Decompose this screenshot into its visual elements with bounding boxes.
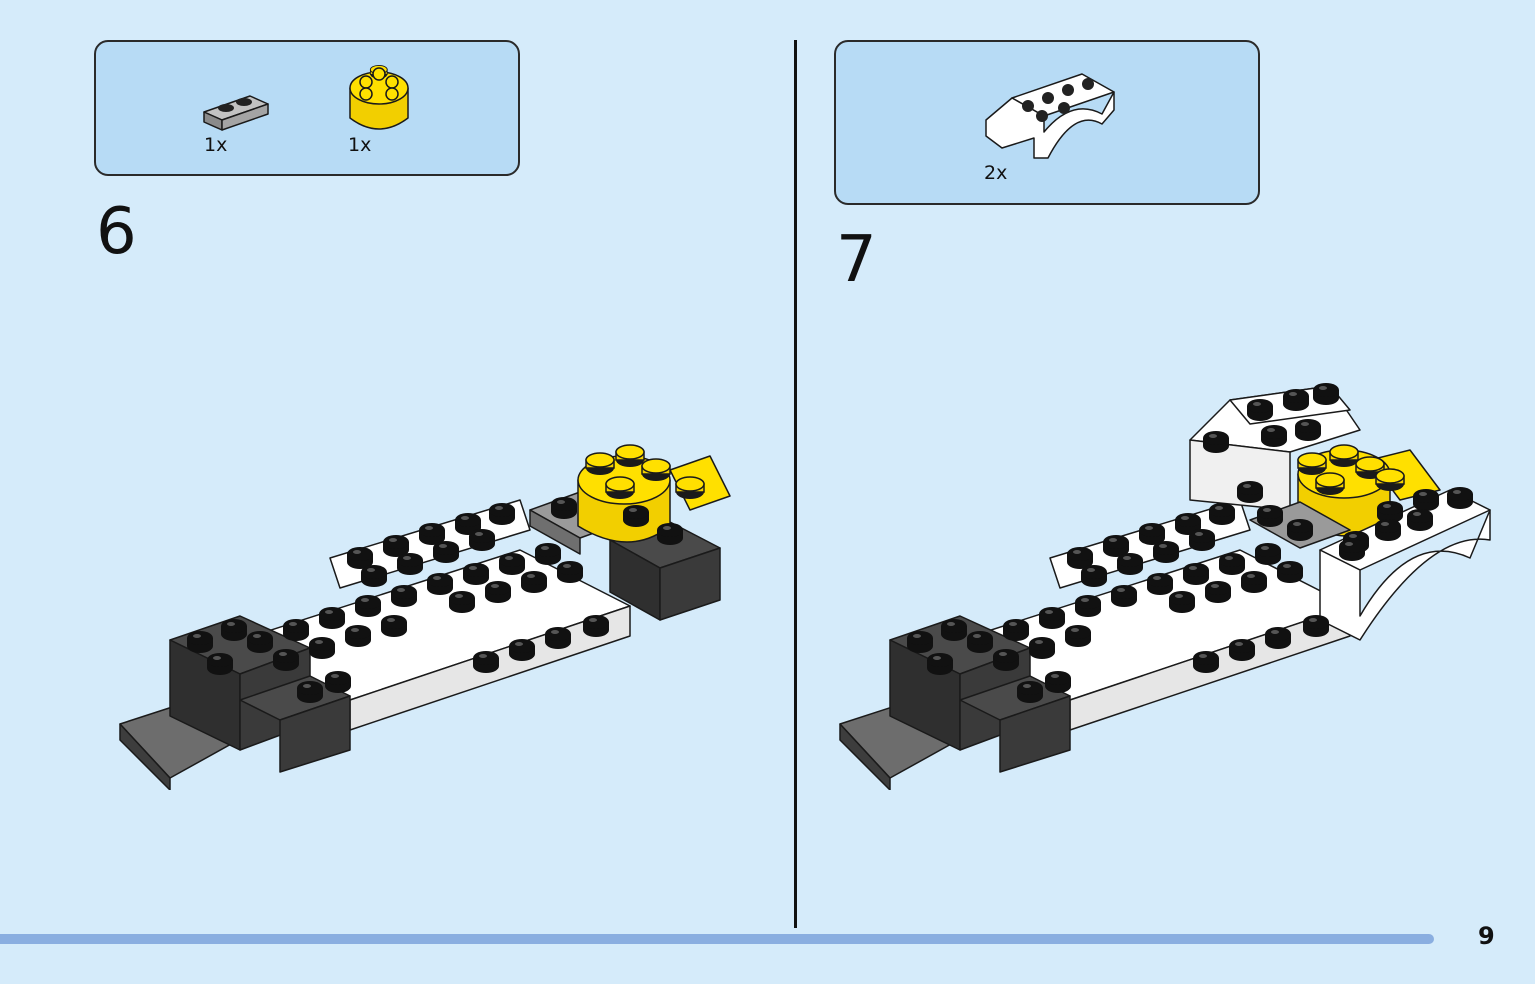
gray-plate-1x2-icon — [203, 95, 269, 131]
step-divider — [794, 40, 797, 928]
parts-callout-step-6: 1x 1x — [94, 40, 520, 176]
assembly-illustration-step-6 — [119, 444, 731, 790]
part-quantity: 1x — [348, 134, 372, 156]
progress-bar — [0, 934, 1434, 944]
white-mudguard-arch-icon — [985, 73, 1115, 159]
yellow-round-brick-2x2-icon — [349, 64, 409, 130]
part-quantity: 1x — [204, 134, 228, 156]
step-number: 7 — [836, 223, 877, 297]
part-quantity: 2x — [984, 162, 1008, 184]
page-number: 9 — [1478, 922, 1495, 950]
assembly-illustration-step-7 — [839, 383, 1491, 790]
step-number: 6 — [96, 195, 137, 269]
parts-callout-step-7: 2x — [834, 40, 1260, 205]
